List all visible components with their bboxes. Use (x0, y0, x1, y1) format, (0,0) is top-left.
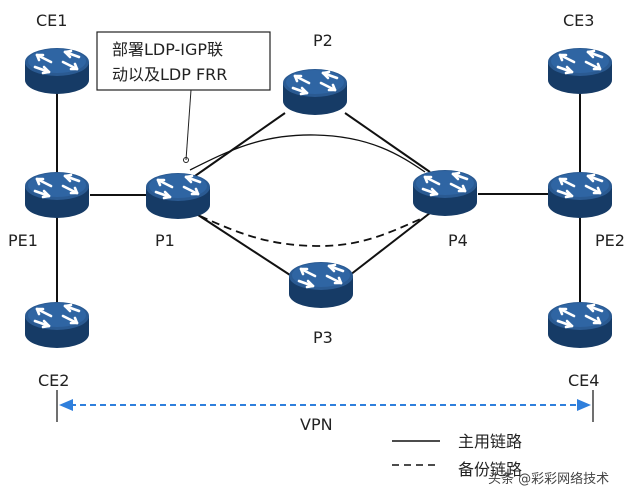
label-ce3: CE3 (563, 11, 594, 30)
label-ce2: CE2 (38, 371, 69, 390)
label-ce4: CE4 (568, 371, 599, 390)
label-ce1: CE1 (36, 11, 67, 30)
router-p1 (144, 171, 212, 221)
router-ce2 (23, 300, 91, 350)
router-icon (23, 170, 91, 220)
router-ce3 (546, 46, 614, 96)
router-p3 (287, 260, 355, 310)
router-pe2 (546, 170, 614, 220)
arrow-right-icon (577, 399, 591, 411)
router-p2 (281, 67, 349, 117)
label-p1: P1 (155, 231, 175, 250)
router-pe1 (23, 170, 91, 220)
router-ce1 (23, 46, 91, 96)
router-icon (411, 168, 479, 218)
router-icon (546, 170, 614, 220)
label-p3: P3 (313, 328, 333, 347)
callout-box: 部署LDP-IGP联 动以及LDP FRR (96, 31, 271, 163)
callout-line-2: 动以及LDP FRR (112, 65, 227, 84)
label-p4: P4 (448, 231, 468, 250)
router-icon (23, 300, 91, 350)
label-pe1: PE1 (8, 231, 38, 250)
router-icon (287, 260, 355, 310)
router-icon (546, 300, 614, 350)
label-p2: P2 (313, 31, 333, 50)
watermark: 头条 @彩彩网络技术 (488, 471, 609, 487)
router-icon (281, 67, 349, 117)
vpn-span: VPN (56, 390, 594, 434)
router-icon (23, 46, 91, 96)
router-icon (144, 171, 212, 221)
label-pe2: PE2 (595, 231, 625, 250)
legend-primary: 主用链路 (458, 432, 522, 451)
arrow-left-icon (59, 399, 73, 411)
legend-backup: 备份链路 (458, 460, 522, 479)
callout-line-1: 部署LDP-IGP联 (112, 40, 223, 59)
router-p4 (411, 168, 479, 218)
vpn-label: VPN (300, 415, 333, 434)
legend: 主用链路 备份链路 (392, 432, 522, 479)
router-icon (546, 46, 614, 96)
router-ce4 (546, 300, 614, 350)
